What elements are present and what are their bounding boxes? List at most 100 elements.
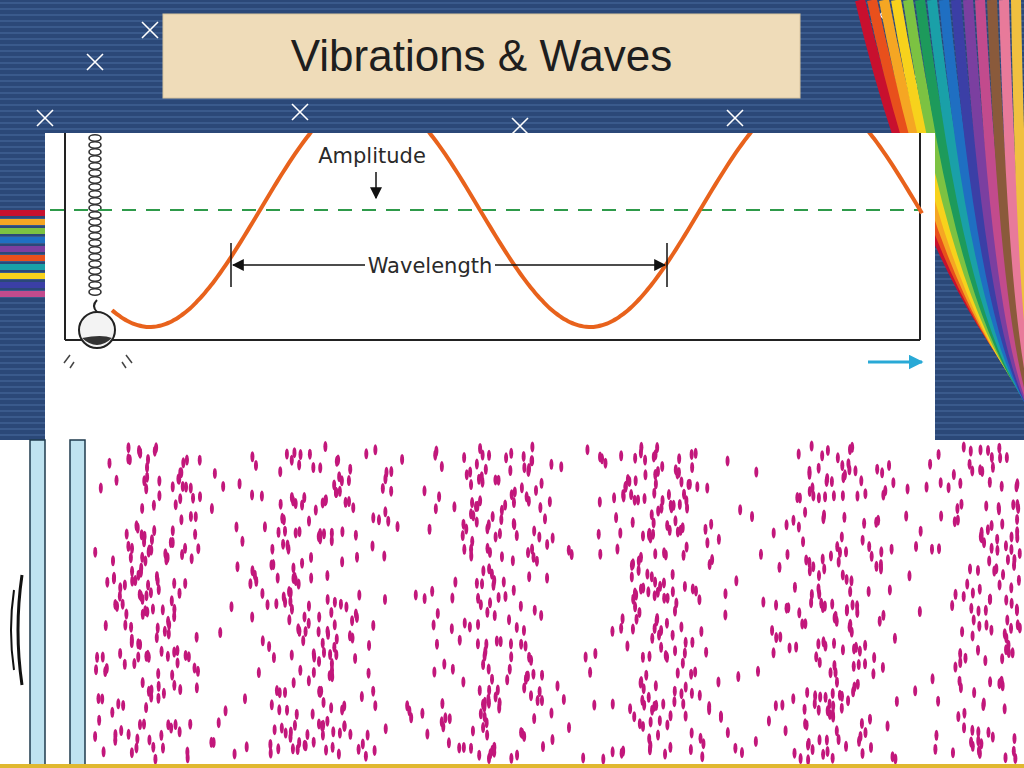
particle-dash	[475, 517, 479, 528]
particle-dash	[317, 656, 321, 667]
star-mark	[142, 22, 158, 38]
particle-dash	[936, 696, 940, 707]
particle-dash	[1015, 605, 1019, 616]
particle-dash	[597, 529, 601, 540]
particle-dash	[389, 486, 393, 497]
particle-dash	[178, 493, 182, 504]
vibration-mark	[11, 590, 14, 670]
particle-dash	[550, 734, 554, 745]
particle-dash	[551, 533, 555, 544]
particle-dash	[981, 700, 985, 711]
particle-dash	[784, 725, 788, 736]
panel-frame	[65, 339, 920, 341]
particle-dash	[479, 708, 483, 719]
particle-dash	[496, 684, 500, 695]
particle-dash	[887, 460, 891, 471]
particle-dash	[567, 722, 571, 733]
particle-dash	[970, 725, 974, 736]
particle-dash	[668, 742, 672, 753]
particle-dash	[317, 686, 321, 697]
particle-dash	[968, 563, 972, 574]
particle-dash	[152, 500, 156, 511]
particle-dash	[832, 490, 836, 501]
particle-dash	[248, 578, 252, 589]
particle-dash	[958, 657, 962, 668]
particle-dash	[659, 642, 663, 653]
particle-dash	[321, 720, 325, 731]
particle-dash	[440, 698, 444, 709]
particle-dash	[653, 469, 657, 480]
particle-dash	[146, 580, 150, 591]
particle-dash	[830, 599, 834, 610]
particle-dash	[322, 528, 326, 539]
particle-dash	[115, 601, 119, 612]
particle-dash	[983, 655, 987, 666]
particle-dash	[301, 635, 305, 646]
particle-dash	[639, 678, 643, 689]
particle-dash	[709, 519, 713, 530]
particle-dash	[126, 453, 130, 464]
bottom-rule	[0, 764, 1024, 768]
particle-dash	[794, 642, 798, 653]
particle-dash	[972, 687, 976, 698]
particle-dash	[733, 743, 737, 754]
particle-dash	[342, 700, 346, 711]
particle-dash	[477, 474, 481, 485]
particle-dash	[890, 544, 894, 555]
particle-dash	[665, 719, 669, 730]
particle-dash	[150, 534, 154, 545]
particle-dash	[532, 525, 536, 536]
particle-dash	[283, 526, 287, 537]
particle-dash	[661, 699, 665, 710]
particle-dash	[471, 510, 475, 521]
particle-dash	[855, 491, 859, 502]
particle-dash	[797, 607, 801, 618]
particle-dash	[155, 632, 159, 643]
particle-dash	[287, 614, 291, 625]
particle-dash	[672, 696, 676, 707]
particle-dash	[652, 488, 656, 499]
particle-dash	[793, 582, 797, 593]
particle-dash	[436, 608, 440, 619]
particle-dash	[826, 705, 830, 716]
particle-dash	[852, 681, 856, 692]
particle-dash	[817, 589, 821, 600]
particle-dash	[342, 721, 346, 732]
particle-dash	[998, 579, 1002, 590]
particle-dash	[434, 503, 438, 514]
particle-dash	[127, 729, 131, 740]
particle-dash	[381, 483, 385, 494]
particle-dash	[147, 734, 151, 745]
particle-dash	[291, 743, 295, 754]
particle-dash	[997, 678, 1001, 689]
particle-dash	[1003, 703, 1007, 714]
particle-dash	[333, 597, 337, 608]
particle-dash	[638, 718, 642, 729]
particle-dash	[982, 537, 986, 548]
particle-dash	[969, 603, 973, 614]
particle-dash	[143, 531, 147, 542]
particle-dash	[641, 652, 645, 663]
particle-dash	[611, 699, 615, 710]
particle-dash	[531, 669, 535, 680]
particle-dash	[774, 600, 778, 611]
particle-dash	[355, 552, 359, 563]
particle-dash	[360, 691, 364, 702]
particle-dash	[490, 569, 494, 580]
particle-dash	[527, 571, 531, 582]
particle-dash	[893, 753, 897, 764]
particle-dash	[867, 541, 871, 552]
particle-dash	[304, 626, 308, 637]
particle-dash	[962, 722, 966, 733]
particle-dash	[1004, 540, 1008, 551]
particle-dash	[644, 670, 648, 681]
particle-dash	[140, 552, 144, 563]
particle-dash	[930, 544, 934, 555]
particle-dash	[837, 556, 841, 567]
particle-dash	[311, 462, 315, 473]
particle-dash	[962, 591, 966, 602]
particle-dash	[157, 681, 161, 692]
particle-dash	[593, 648, 597, 659]
particle-dash	[361, 738, 365, 749]
particle-dash	[332, 479, 336, 490]
